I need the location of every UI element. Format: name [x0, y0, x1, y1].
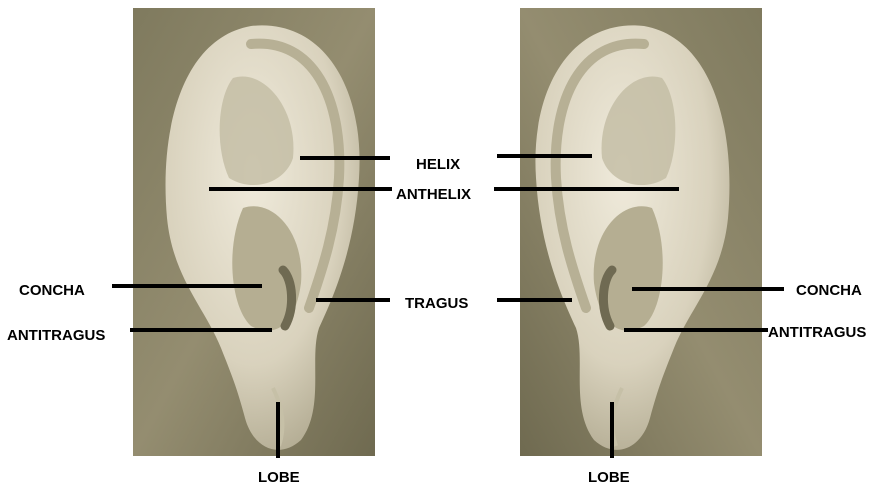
antitragus-leader-right — [624, 328, 768, 332]
antitragus-label-right: ANTITRAGUS — [768, 325, 866, 340]
lobe-leader-right — [610, 402, 614, 458]
anthelix-leader-left — [209, 187, 392, 191]
concha-label-left: CONCHA — [19, 283, 85, 298]
helix-label: HELIX — [416, 157, 460, 172]
anthelix-leader-right — [494, 187, 679, 191]
helix-leader-left — [300, 156, 390, 160]
right-ear-image — [520, 8, 762, 456]
tragus-leader-right — [497, 298, 572, 302]
anthelix-label: ANTHELIX — [396, 187, 471, 202]
concha-label-right: CONCHA — [796, 283, 862, 298]
lobe-label-left: LOBE — [258, 470, 300, 485]
lobe-leader-left — [276, 402, 280, 458]
lobe-label-right: LOBE — [588, 470, 630, 485]
concha-leader-left — [112, 284, 262, 288]
left-ear-image — [133, 8, 375, 456]
concha-leader-right — [632, 287, 784, 291]
tragus-leader-left — [316, 298, 390, 302]
antitragus-label-left: ANTITRAGUS — [7, 328, 105, 343]
antitragus-leader-left — [130, 328, 272, 332]
helix-leader-right — [497, 154, 592, 158]
tragus-label: TRAGUS — [405, 296, 468, 311]
